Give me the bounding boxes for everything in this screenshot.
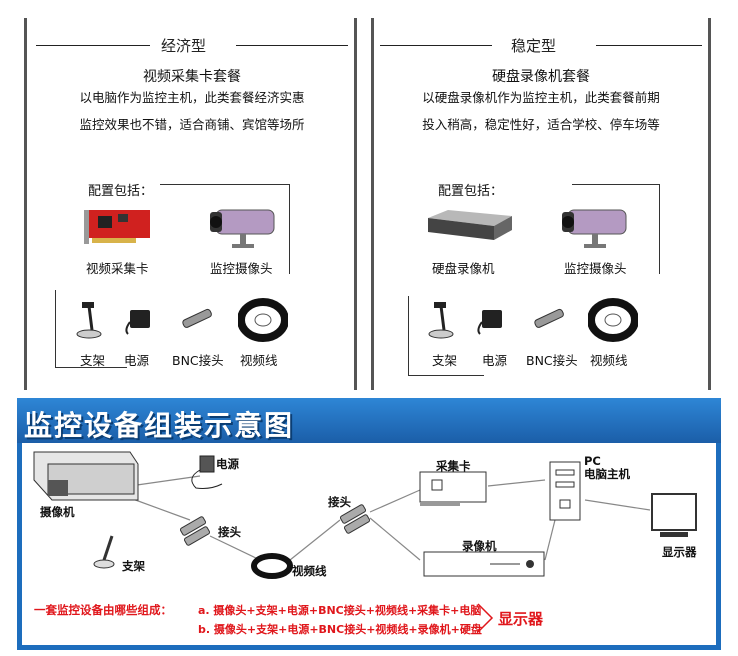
summary-arrow xyxy=(477,603,494,633)
video-cable-image-right xyxy=(587,298,639,342)
right-item-cable: 视频线 xyxy=(590,353,628,368)
left-type-title: 经济型 xyxy=(161,37,207,55)
diagram-power-icon xyxy=(191,455,223,489)
diagram-label-recorder: 录像机 xyxy=(462,539,497,553)
left-desc-2: 监控效果也不错，适合商铺、宾馆等场所 xyxy=(79,117,305,132)
left-panel-border-left xyxy=(24,18,27,390)
diagram-label-stand: 支架 xyxy=(122,559,145,573)
diagram-connector1-icon xyxy=(179,516,211,546)
left-config-label: 配置包括： xyxy=(88,184,154,199)
right-panel-border-left xyxy=(371,18,374,390)
diagram-cable-icon xyxy=(251,553,293,579)
power-adapter-image-right xyxy=(476,302,508,336)
diagram-label-pc: PC xyxy=(584,454,601,468)
right-item-stand: 支架 xyxy=(432,353,458,368)
right-package-name: 硬盘录像机套餐 xyxy=(492,69,590,85)
right-bracket-top xyxy=(572,184,660,274)
diagram-label-power: 电源 xyxy=(216,457,239,471)
left-bracket-top xyxy=(160,184,290,274)
diagram-label-card: 采集卡 xyxy=(436,459,471,473)
left-desc-1: 以电脑作为监控主机，此类套餐经济实惠 xyxy=(79,90,305,105)
diagram-label-cable: 视频线 xyxy=(292,564,327,578)
bracket-stand-image-right xyxy=(426,300,456,340)
diagram-connector2-icon xyxy=(339,504,371,534)
diagram-label-monitor: 显示器 xyxy=(662,545,697,559)
capture-card-image xyxy=(84,206,154,248)
diagram-pc-icon xyxy=(549,461,581,521)
camera-image-right xyxy=(558,204,630,252)
right-panel-border-right xyxy=(708,18,711,390)
camera-image-left xyxy=(206,204,278,252)
diagram-label-connector2: 接头 xyxy=(328,495,351,509)
right-type-title: 稳定型 xyxy=(511,37,557,55)
right-title-line-b xyxy=(596,45,702,46)
right-desc-2: 投入稍高，稳定性好，适合学校、停车场等 xyxy=(422,117,660,132)
left-title-line-a xyxy=(36,45,150,46)
right-item-dvr: 硬盘录像机 xyxy=(432,261,495,276)
diagram-label-camera: 摄像机 xyxy=(40,505,75,519)
left-panel-border-right xyxy=(354,18,357,390)
diagram-label-pc-host: 电脑主机 xyxy=(584,467,630,481)
right-item-bnc: BNC接头 xyxy=(526,353,578,368)
left-item-capture-card: 视频采集卡 xyxy=(86,261,149,276)
diagram-stand-icon xyxy=(93,535,115,569)
summary-label: 一套监控设备由哪些组成： xyxy=(34,603,172,617)
right-desc-1: 以硬盘录像机作为监控主机，此类套餐前期 xyxy=(422,90,660,105)
assembly-diagram-header xyxy=(17,398,721,443)
bnc-connector-image-left xyxy=(178,304,218,332)
left-item-bnc: BNC接头 xyxy=(172,353,224,368)
right-bracket-bottom xyxy=(408,296,484,376)
left-item-cable: 视频线 xyxy=(240,353,278,368)
dvr-image xyxy=(424,210,514,246)
bracket-stand-image-left xyxy=(74,300,104,340)
diagram-recorder-icon xyxy=(423,551,545,577)
diagram-monitor-icon xyxy=(651,493,697,537)
right-item-camera: 监控摄像头 xyxy=(564,261,627,276)
left-item-camera: 监控摄像头 xyxy=(210,261,273,276)
left-item-stand: 支架 xyxy=(80,353,106,368)
power-adapter-image-left xyxy=(124,302,156,336)
left-package-name: 视频采集卡套餐 xyxy=(143,69,241,85)
left-item-power: 电源 xyxy=(124,353,150,368)
right-item-power: 电源 xyxy=(482,353,508,368)
diagram-camera-icon xyxy=(33,451,139,501)
left-bracket-bottom xyxy=(55,290,127,368)
assembly-diagram-title: 监控设备组装示意图 xyxy=(24,409,295,442)
right-title-line-a xyxy=(380,45,492,46)
summary-result: 显示器 xyxy=(498,610,544,628)
summary-line-b: b. 摄像头+支架+电源+BNC接头+视频线+录像机+硬盘 xyxy=(198,623,482,636)
summary-line-a: a. 摄像头+支架+电源+BNC接头+视频线+采集卡+电脑 xyxy=(198,604,482,617)
video-cable-image-left xyxy=(237,298,289,342)
diagram-card-icon xyxy=(419,471,487,506)
right-config-label: 配置包括： xyxy=(438,184,504,199)
left-title-line-b xyxy=(236,45,348,46)
bnc-connector-image-right xyxy=(530,304,570,332)
diagram-label-connector1: 接头 xyxy=(218,525,241,539)
